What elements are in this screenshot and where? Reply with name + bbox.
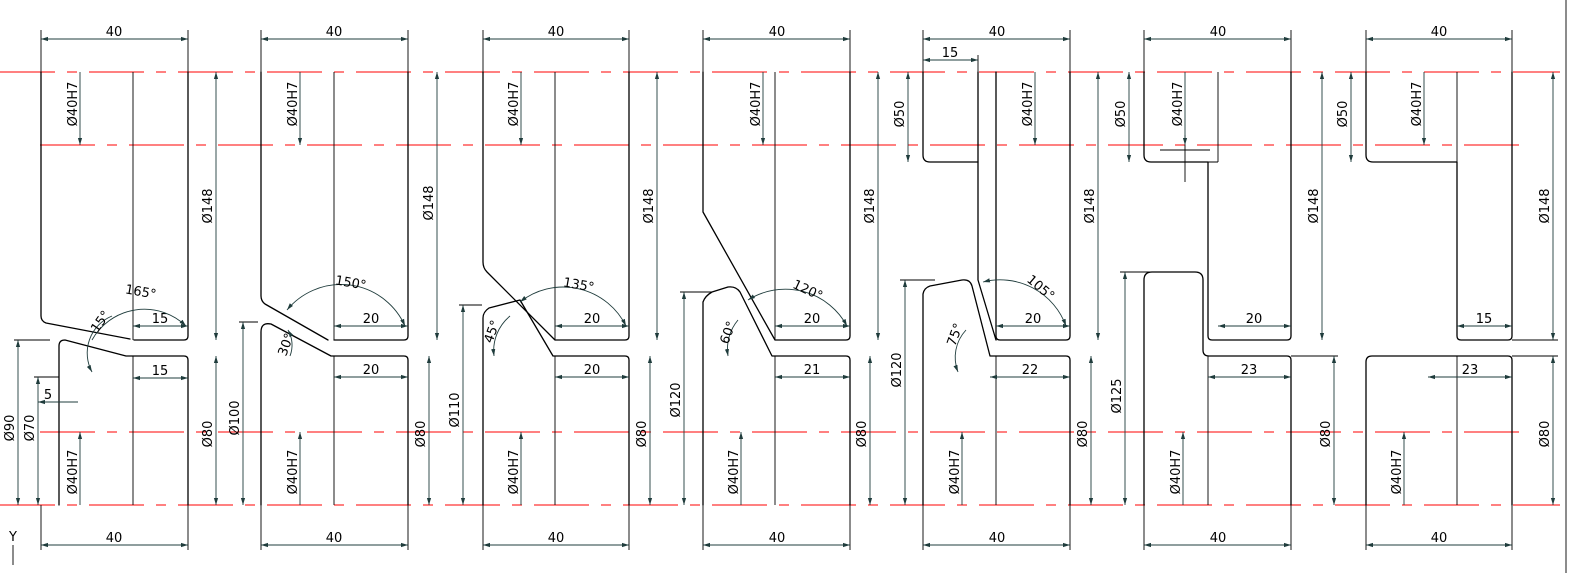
part-3-angle: 135° bbox=[562, 275, 595, 295]
part-5-top-width: 40 bbox=[989, 25, 1006, 40]
part-1-offset: 5 bbox=[44, 388, 52, 403]
part-1-top-width: 40 bbox=[106, 25, 123, 40]
part-1-bore-bottom: Ø40H7 bbox=[66, 450, 81, 495]
part-2-bore-top: Ø40H7 bbox=[286, 82, 301, 127]
part-3-right-top: Ø148 bbox=[642, 188, 657, 223]
ucs-icon: Y bbox=[8, 530, 17, 565]
part-2-top-width: 40 bbox=[326, 25, 343, 40]
part-3-bore-top: Ø40H7 bbox=[507, 82, 522, 127]
part-1-right-bottom: Ø80 bbox=[201, 421, 216, 448]
part-4-top-width: 40 bbox=[769, 25, 786, 40]
part-2-left-dim: Ø100 bbox=[228, 400, 243, 435]
part-3-left-dim: Ø110 bbox=[448, 392, 463, 427]
part-1: 40 40 Ø40H7 Ø40H7 Ø148 Ø80 15 15 165° 15… bbox=[3, 25, 219, 550]
part-7: 40 40 Ø40H7 Ø40H7 Ø50 Ø148 Ø80 15 23 bbox=[1336, 25, 1558, 550]
part-3-upper-step: 20 bbox=[584, 312, 601, 327]
part-1-angle: 165° bbox=[124, 282, 157, 302]
part-3-lower-step: 20 bbox=[584, 363, 601, 378]
part-5-lower-step: 22 bbox=[1022, 363, 1039, 378]
part-4-upper-step: 20 bbox=[804, 312, 821, 327]
part-7-right-bottom: Ø80 bbox=[1538, 421, 1553, 448]
part-3: 40 40 Ø40H7 Ø40H7 Ø148 Ø80 20 20 135° 45… bbox=[448, 25, 660, 550]
part-5-small-angle: 75° bbox=[945, 321, 967, 348]
part-7-top-width: 40 bbox=[1431, 25, 1448, 40]
part-7-bore-top: Ø40H7 bbox=[1410, 82, 1425, 127]
part-5-top-offset: 15 bbox=[942, 46, 959, 61]
part-5-left-top-dim: Ø50 bbox=[893, 101, 908, 128]
part-7-left-top-dim: Ø50 bbox=[1336, 101, 1351, 128]
part-7-bore-bottom: Ø40H7 bbox=[1390, 450, 1405, 495]
part-2-lower-step: 20 bbox=[363, 363, 380, 378]
part-3-bottom-width: 40 bbox=[548, 531, 565, 546]
part-7-upper-step: 15 bbox=[1476, 312, 1493, 327]
part-3-bore-bottom: Ø40H7 bbox=[507, 450, 522, 495]
part-2-angle: 150° bbox=[334, 273, 367, 293]
part-1-bore-top: Ø40H7 bbox=[66, 82, 81, 127]
part-6-upper-step: 20 bbox=[1246, 312, 1263, 327]
part-6-bottom-width: 40 bbox=[1210, 531, 1227, 546]
part-7-lower-step: 23 bbox=[1462, 363, 1479, 378]
part-6-top-width: 40 bbox=[1210, 25, 1227, 40]
part-4-right-bottom: Ø80 bbox=[855, 421, 870, 448]
part-2-bottom-width: 40 bbox=[326, 531, 343, 546]
part-1-left-dim-90: Ø90 bbox=[3, 415, 18, 442]
part-6: 40 40 Ø40H7 Ø40H7 Ø50 Ø148 Ø80 20 23 Ø12… bbox=[1110, 25, 1338, 550]
part-2-right-top: Ø148 bbox=[422, 185, 437, 220]
part-5-bore-top: Ø40H7 bbox=[1021, 82, 1036, 127]
part-4-angle: 120° bbox=[790, 277, 825, 304]
part-4-lower-step: 21 bbox=[804, 363, 821, 378]
part-3-small-angle: 45° bbox=[482, 318, 504, 345]
part-5: 40 15 40 Ø40H7 Ø40H7 Ø50 Ø148 Ø80 20 22 … bbox=[890, 25, 1101, 550]
part-4-bottom-width: 40 bbox=[769, 531, 786, 546]
part-6-lower-step: 23 bbox=[1241, 363, 1258, 378]
part-1-lower-outline bbox=[58, 339, 189, 506]
part-6-bore-bottom: Ø40H7 bbox=[1169, 450, 1184, 495]
part-3-right-bottom: Ø80 bbox=[635, 421, 650, 448]
part-6-left-dim: Ø125 bbox=[1110, 378, 1125, 413]
part-6-right-bottom: Ø80 bbox=[1319, 421, 1334, 448]
axis-y-label: Y bbox=[8, 530, 17, 545]
part-1-upper-step: 15 bbox=[152, 312, 169, 327]
part-5-bottom-width: 40 bbox=[989, 531, 1006, 546]
part-1-lower-step: 15 bbox=[152, 364, 169, 379]
part-2: 40 40 Ø40H7 Ø40H7 Ø148 Ø80 20 20 150° 30… bbox=[228, 25, 440, 550]
part-5-angle: 105° bbox=[1023, 273, 1057, 305]
part-7-bottom-width: 40 bbox=[1431, 531, 1448, 546]
part-5-left-dim: Ø120 bbox=[890, 352, 905, 387]
part-2-small-angle: 30° bbox=[276, 331, 298, 358]
part-4-left-dim: Ø120 bbox=[669, 382, 684, 417]
part-5-upper-step: 20 bbox=[1025, 312, 1042, 327]
part-6-bore-top: Ø40H7 bbox=[1171, 82, 1186, 127]
part-6-right-top: Ø148 bbox=[1307, 188, 1322, 223]
part-4-bore-bottom: Ø40H7 bbox=[727, 450, 742, 495]
part-7-right-top: Ø148 bbox=[1538, 188, 1553, 223]
part-2-right-bottom: Ø80 bbox=[414, 421, 429, 448]
part-1-bottom-width: 40 bbox=[106, 531, 123, 546]
part-2-upper-step: 20 bbox=[363, 312, 380, 327]
part-1-upper-outline bbox=[40, 71, 189, 341]
part-3-top-width: 40 bbox=[548, 25, 565, 40]
center-lines bbox=[0, 71, 1560, 506]
part-5-right-bottom: Ø80 bbox=[1076, 421, 1091, 448]
part-1-right-top: Ø148 bbox=[201, 188, 216, 223]
part-4-bore-top: Ø40H7 bbox=[749, 82, 764, 127]
part-5-bore-bottom: Ø40H7 bbox=[948, 450, 963, 495]
part-5-right-top: Ø148 bbox=[1083, 188, 1098, 223]
part-4-small-angle: 60° bbox=[718, 319, 740, 346]
part-6-left-top-dim: Ø50 bbox=[1114, 101, 1129, 128]
part-4: 40 40 Ø40H7 Ø40H7 Ø148 Ø80 20 21 120° 60… bbox=[669, 25, 881, 550]
part-1-left-dim-70: Ø70 bbox=[23, 415, 38, 442]
part-4-right-top: Ø148 bbox=[863, 188, 878, 223]
part-2-bore-bottom: Ø40H7 bbox=[286, 450, 301, 495]
